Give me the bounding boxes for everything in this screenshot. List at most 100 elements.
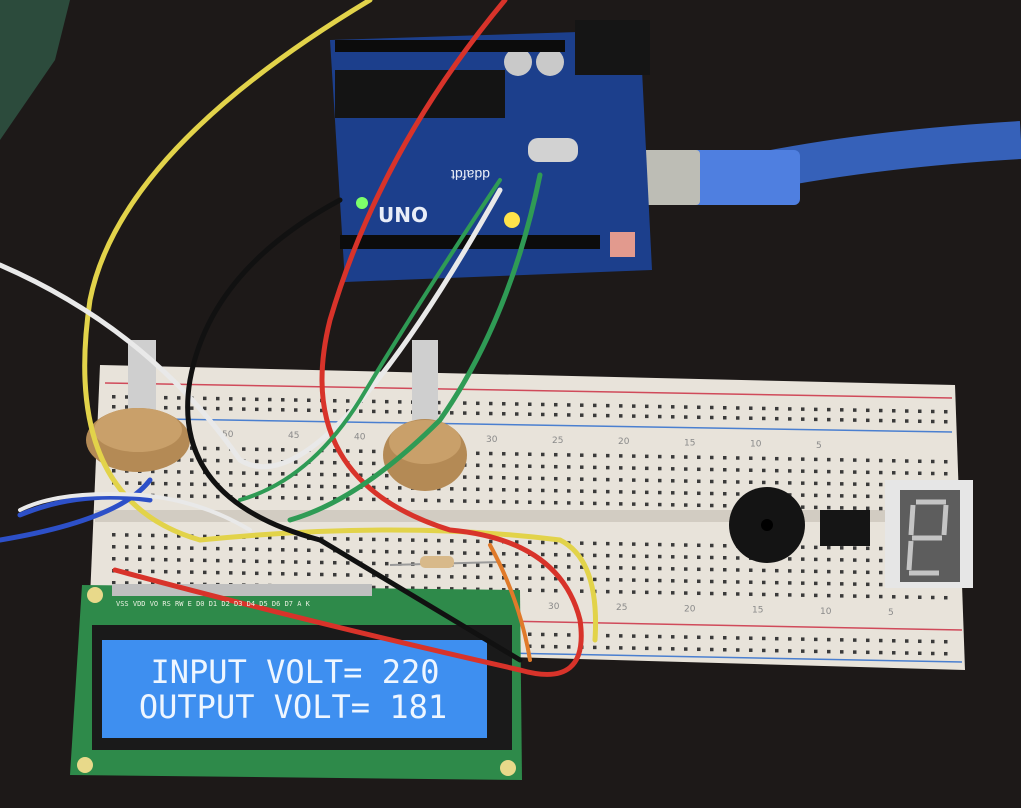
breadboard-hole (489, 451, 493, 456)
breadboard-hole (541, 632, 545, 637)
breadboard-hole (437, 574, 441, 579)
breadboard-hole (749, 648, 753, 652)
breadboard-hole (658, 634, 662, 639)
breadboard-hole (801, 417, 805, 421)
breadboard-hole (333, 496, 337, 501)
breadboard-hole (710, 647, 714, 652)
breadboard-hole (593, 553, 597, 558)
breadboard-hole (294, 572, 298, 576)
breadboard-hole (632, 578, 636, 582)
breadboard-hole (242, 397, 246, 401)
breadboard-hole (918, 651, 922, 656)
breadboard-hole (541, 464, 545, 469)
breadboard-hole (593, 541, 597, 546)
breadboard-hole (697, 467, 701, 472)
breadboard-hole (138, 569, 142, 573)
breadboard-hole (476, 551, 480, 556)
breadboard-hole (476, 575, 480, 580)
breadboard-hole (853, 494, 857, 498)
breadboard-hole (567, 413, 571, 417)
breadboard-hole (723, 591, 727, 596)
breadboard-hole (697, 455, 701, 460)
breadboard-hole (580, 501, 584, 505)
breadboard-hole (151, 557, 155, 562)
breadboard-hole (398, 550, 402, 554)
breadboard-hole (346, 485, 350, 489)
breadboard-top-number: 5 (816, 441, 822, 451)
lcd-line-1: INPUT VOLT= 220 (151, 653, 440, 691)
breadboard-hole (671, 579, 675, 583)
breadboard-hole (697, 405, 701, 410)
breadboard-hole (892, 651, 896, 655)
breadboard-hole (658, 490, 662, 495)
breadboard-hole (437, 498, 441, 503)
breadboard-hole (515, 552, 519, 556)
breadboard-hole (788, 557, 792, 561)
breadboard-hole (788, 637, 792, 641)
breadboard-hole (684, 467, 688, 471)
breadboard-hole (905, 459, 909, 463)
breadboard-hole (476, 401, 480, 406)
breadboard-hole (801, 557, 805, 561)
breadboard-hole (554, 540, 558, 545)
breadboard-hole (645, 542, 649, 547)
breadboard-hole (229, 471, 233, 475)
breadboard-hole (190, 470, 194, 474)
breadboard-hole (554, 476, 558, 481)
breadboard-hole (372, 449, 376, 454)
breadboard-hole (684, 555, 688, 559)
breadboard-hole (372, 461, 376, 466)
breadboard-hole (216, 546, 220, 551)
breadboard-hole (541, 576, 545, 581)
breadboard-hole (567, 577, 571, 581)
breadboard-hole (944, 419, 948, 424)
breadboard-hole (632, 542, 636, 546)
breadboard-hole (294, 560, 298, 564)
breadboard-hole (827, 505, 831, 510)
lcd-line-2: OUTPUT VOLT= 181 (139, 688, 447, 726)
breadboard-hole (580, 413, 584, 417)
breadboard-hole (307, 398, 311, 403)
breadboard-hole (385, 573, 389, 578)
breadboard-hole (866, 582, 870, 587)
breadboard-hole (827, 649, 831, 654)
breadboard-hole (749, 406, 753, 410)
breadboard-hole (580, 553, 584, 557)
breadboard-hole (710, 591, 714, 596)
breadboard-hole (502, 412, 506, 416)
breadboard-hole (281, 536, 285, 540)
breadboard-hole (619, 578, 623, 582)
breadboard-hole (463, 401, 467, 405)
breadboard-hole (749, 468, 753, 472)
breadboard-hole (307, 472, 311, 477)
breadboard-hole (411, 538, 415, 542)
breadboard-hole (814, 569, 818, 574)
breadboard-hole (151, 469, 155, 474)
breadboard-hole (294, 398, 298, 402)
breadboard-hole (814, 545, 818, 550)
breadboard-top-number: 10 (750, 440, 762, 450)
breadboard-hole (320, 484, 324, 489)
breadboard-hole (762, 468, 766, 473)
breadboard-hole (268, 447, 272, 452)
breadboard-hole (723, 567, 727, 572)
breadboard-hole (736, 592, 740, 596)
breadboard-hole (814, 593, 818, 598)
breadboard-hole (177, 470, 181, 474)
breadboard-hole (944, 595, 948, 600)
breadboard-hole (775, 406, 779, 411)
breadboard-hole (164, 469, 168, 474)
breadboard-top-number: 40 (354, 432, 366, 442)
breadboard-hole (684, 647, 688, 651)
breadboard-hole (840, 546, 844, 550)
breadboard-hole (736, 648, 740, 652)
breadboard-hole (463, 475, 467, 479)
jumper-wires (0, 0, 599, 677)
breadboard-hole (268, 495, 272, 500)
breadboard-hole (684, 567, 688, 571)
breadboard-hole (697, 647, 701, 652)
breadboard-hole (944, 409, 948, 414)
breadboard-hole (541, 564, 545, 569)
breadboard-hole (502, 464, 506, 468)
breadboard-hole (281, 572, 285, 576)
